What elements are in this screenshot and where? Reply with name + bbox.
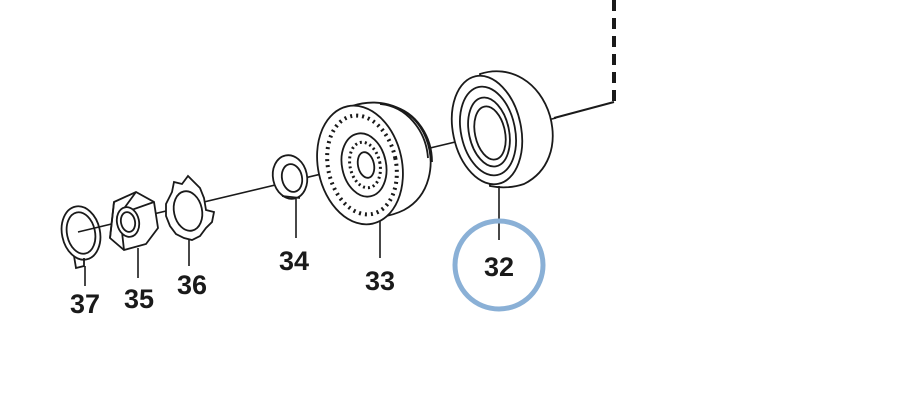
part-label-36: 36 xyxy=(177,270,207,300)
lock-washer-part xyxy=(165,174,216,241)
part-label-33: 33 xyxy=(365,266,395,296)
part-label-32: 32 xyxy=(484,252,514,282)
bearing-part xyxy=(450,70,554,189)
thrust-washer-part xyxy=(271,154,309,200)
highlight-circle xyxy=(452,218,546,312)
part-label-37: 37 xyxy=(70,289,100,319)
part-label-34: 34 xyxy=(279,246,309,276)
synchro-hub-part xyxy=(316,101,433,226)
leader-corner xyxy=(553,101,615,119)
circlip-part xyxy=(60,205,102,270)
part-label-35: 35 xyxy=(124,284,154,314)
nut-part xyxy=(109,190,159,251)
